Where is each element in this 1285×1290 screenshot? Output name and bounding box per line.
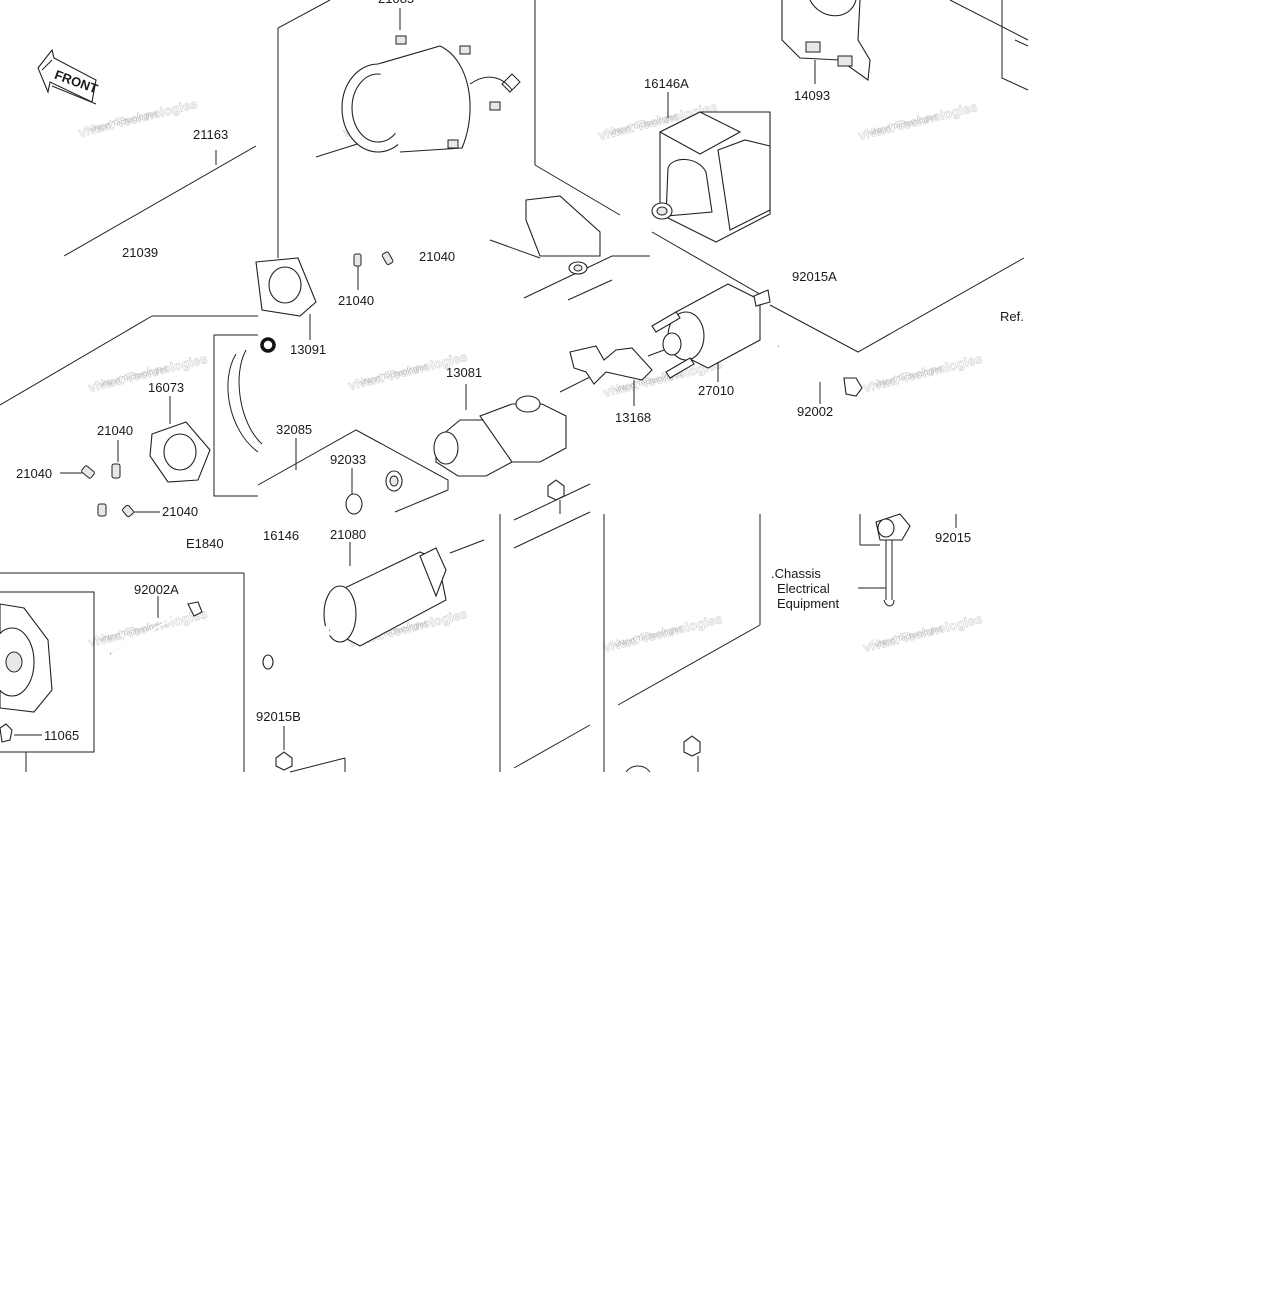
part-label-16146A: 16146A — [644, 76, 689, 91]
part-label-21040: 21040 — [338, 293, 374, 308]
part-labels: 21085 21163 21039 21040 21040 13091 1607… — [16, 0, 1024, 743]
part-label-27010: 27010 — [698, 383, 734, 398]
watermark: vNext Technologies vNext Technologies — [76, 96, 199, 141]
solenoid-drawing — [647, 283, 771, 382]
part-label-14093: 14093 — [794, 88, 830, 103]
front-housing-drawing — [525, 92, 771, 275]
watermark: vNext Technologies vNext Technologies — [601, 611, 724, 656]
part-label-21040: 21040 — [16, 466, 52, 481]
part-label-21163: 21163 — [193, 127, 228, 142]
brush-plate-drawing — [227, 257, 317, 453]
part-label-92015: 92015 — [935, 530, 971, 545]
part-label-16146: 16146 — [263, 528, 299, 543]
part-label-92015B: 92015B — [256, 709, 301, 724]
watermark: vNext Technologies vNext Technologies — [856, 99, 979, 144]
washer-drawing — [295, 438, 403, 515]
yoke-brush-holder-drawing — [341, 8, 521, 153]
watermark: vNext Technologies vNext Technologies — [86, 606, 209, 651]
ref-text: Ref. — [1000, 309, 1024, 324]
through-bolt-drawing — [777, 344, 863, 404]
rear-cover-drawing — [0, 596, 203, 743]
watermark: vNext Technologies vNext Technologies — [861, 611, 984, 656]
armature-drawing — [262, 542, 447, 670]
chassis-ref-line1: .Chassis — [771, 566, 821, 581]
chassis-ref-line3: Equipment — [777, 596, 840, 611]
part-label-e1840: E1840 — [186, 536, 224, 551]
part-label-92033: 92033 — [330, 452, 366, 467]
watermarks: vNext Technologies vNext Technologies vN… — [76, 96, 984, 656]
part-label-21085: 21085 — [378, 0, 414, 6]
part-label-21040: 21040 — [162, 504, 198, 519]
part-label-13081: 13081 — [446, 365, 482, 380]
frame-lines — [0, 0, 1029, 773]
part-label-92002: 92002 — [797, 404, 833, 419]
part-label-92002A: 92002A — [134, 582, 179, 597]
part-label-92015A: 92015A — [792, 269, 837, 284]
part-label-16073: 16073 — [148, 380, 184, 395]
nut-drawing — [547, 479, 565, 514]
cable-terminal-drawing — [858, 513, 957, 607]
shift-lever-drawing — [569, 345, 653, 406]
part-label-32085: 32085 — [276, 422, 312, 437]
nut-92015b-drawing — [275, 726, 293, 771]
front-arrow-icon: FRONT — [37, 48, 100, 105]
mounting-bracket-drawing — [781, 0, 871, 84]
part-label-21040: 21040 — [419, 249, 455, 264]
part-label-21040: 21040 — [97, 423, 133, 438]
chassis-ref-line2: Electrical — [777, 581, 830, 596]
brush-holder-plate-drawing — [149, 396, 211, 483]
brush-springs-drawing — [60, 251, 394, 518]
nut-bottom-drawing — [625, 735, 701, 773]
part-label-13091: 13091 — [290, 342, 326, 357]
watermark: vNext Technologies vNext Technologies — [861, 351, 984, 396]
pinion-clutch-drawing — [433, 371, 601, 477]
part-label-11065: 11065 — [44, 728, 79, 743]
part-label-21039: 21039 — [122, 245, 158, 260]
part-label-21080: 21080 — [330, 527, 366, 542]
part-label-13168: 13168 — [615, 410, 651, 425]
